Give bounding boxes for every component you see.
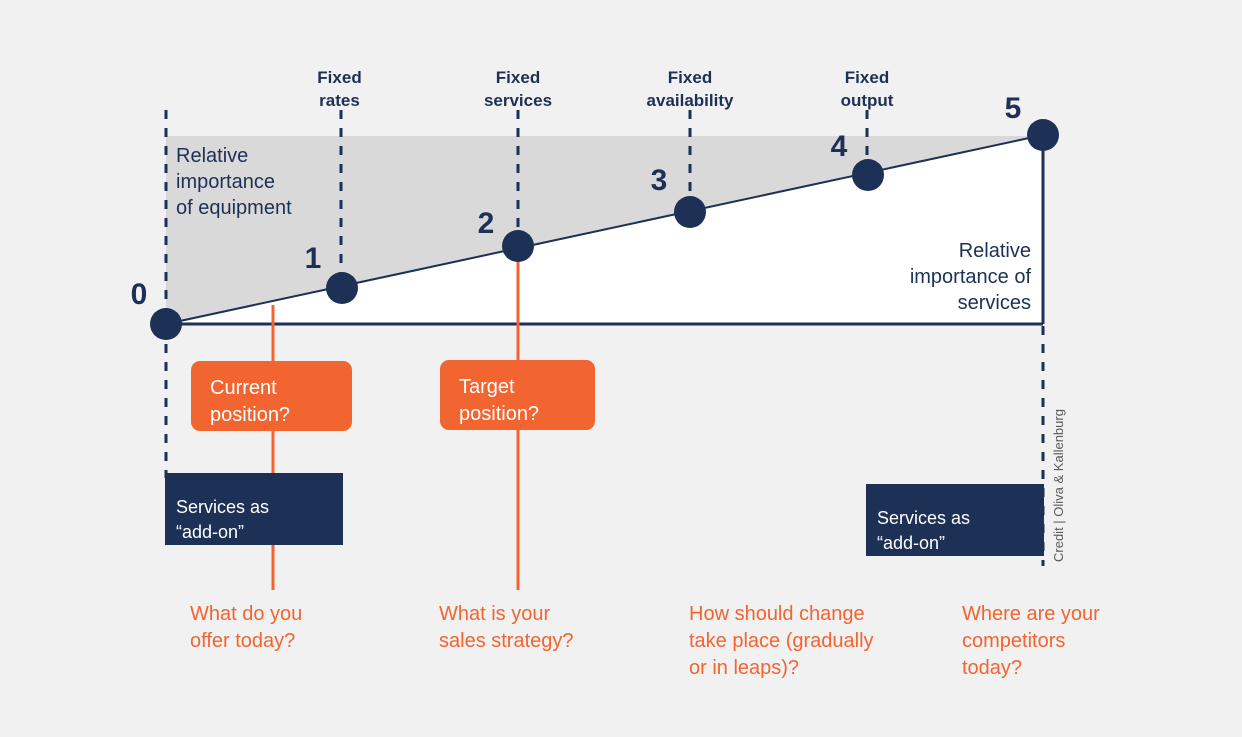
data-point-5[interactable] — [1027, 119, 1059, 151]
question-competitors: Where are your competitors today? — [962, 603, 1100, 679]
node-number-3: 3 — [650, 164, 668, 197]
data-point-4[interactable] — [852, 159, 884, 191]
services-band-label: Relative importance of services — [909, 240, 1031, 314]
tick-label-fixed-services: Fixed services — [483, 68, 553, 110]
node-number-5: 5 — [1004, 92, 1022, 125]
node-number-4: 4 — [830, 130, 848, 163]
node-number-1: 1 — [304, 242, 322, 275]
data-point-3[interactable] — [674, 196, 706, 228]
services-addon-box-right: Services as “add-on” — [866, 484, 1044, 556]
question-sales-strategy: What is your sales strategy? — [439, 603, 574, 652]
equipment-band-label: Relative importance of equipment — [176, 145, 292, 219]
data-point-1[interactable] — [326, 272, 358, 304]
callout-current-position[interactable]: Current position? — [191, 361, 352, 431]
credit-text: Credit | Oliva & Kallenburg — [1051, 409, 1066, 562]
transition-line — [165, 134, 1044, 325]
data-point-2[interactable] — [502, 230, 534, 262]
question-change-pace: How should change take place (gradually … — [689, 603, 874, 679]
question-offer-today: What do you offer today? — [190, 603, 303, 652]
node-number-0: 0 — [130, 278, 148, 311]
tick-label-fixed-availability: Fixed availability — [646, 68, 734, 110]
tick-label-fixed-rates: Fixed rates — [317, 68, 362, 110]
node-number-2: 2 — [477, 207, 495, 240]
tick-label-fixed-output: Fixed output — [840, 68, 894, 110]
data-point-0[interactable] — [150, 308, 182, 340]
services-addon-box-left: Services as “add-on” — [165, 473, 343, 545]
callout-target-position[interactable]: Target position? — [440, 360, 595, 430]
